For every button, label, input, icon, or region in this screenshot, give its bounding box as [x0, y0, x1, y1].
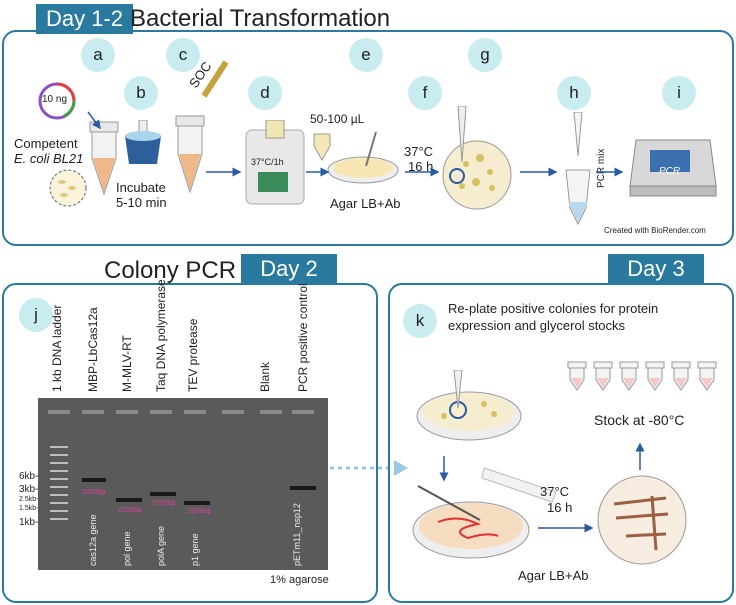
step-h: h: [557, 76, 591, 110]
agarose-label: 1% agarose: [270, 574, 329, 586]
day12-badge: Day 1-2: [36, 4, 134, 34]
incubate-time: 5-10 min: [116, 195, 167, 210]
step-e: e: [349, 38, 383, 72]
pipette-tip-icon: [201, 60, 229, 98]
colony-plate-icon: [442, 140, 512, 210]
picking-tip-icon: [457, 106, 467, 163]
temp-label: 37°C: [404, 144, 434, 159]
credit-label: Created with BioRender.com: [604, 226, 706, 235]
band-size-pola: 2775bp: [152, 500, 176, 507]
time-label: 16 h: [408, 159, 434, 174]
strain-label: E. coli BL21: [14, 151, 84, 166]
lane-label-blank: Blank: [258, 361, 272, 392]
step-j: j: [19, 298, 53, 332]
gene-p1: p1 gene: [190, 533, 200, 566]
step-d: d: [248, 76, 282, 110]
band-size-cas12a: 5200bp: [82, 489, 106, 496]
step-g: g: [468, 38, 502, 72]
step-k: k: [403, 304, 437, 338]
temp2-label: 37°C: [540, 484, 570, 499]
ladder-6kb: 6kb-: [19, 471, 39, 482]
day3-arrows: [439, 442, 645, 533]
step-f: f: [408, 76, 442, 110]
day2-badge: Day 2: [241, 254, 337, 284]
shaker-icon: [245, 120, 305, 205]
streak-plate-icon: [412, 485, 530, 559]
cryo-tubes-icon: [567, 361, 717, 391]
gene-cas12a: cas12a gene: [88, 514, 98, 566]
colony-pcr-panel: [2, 283, 378, 603]
lane-label-ladder: 1 kb DNA ladder: [50, 304, 64, 392]
pcr-tube-icon: [565, 112, 591, 226]
plasmid-icon: [38, 82, 76, 120]
soc-tube-icon: [175, 115, 205, 194]
band-size-pol: 2255bp: [118, 507, 142, 514]
small-tube-icon: [313, 133, 331, 162]
stock-label: Stock at -80°C: [594, 412, 685, 428]
dotted-connector: [330, 460, 408, 476]
lane-label-positive: PCR positive control: [296, 283, 310, 392]
pcr-machine-icon: [629, 139, 717, 197]
day3-badge: Day 3: [608, 254, 704, 284]
ladder-3kb: 3kb-: [19, 484, 39, 495]
incubate-label: Incubate: [116, 180, 166, 195]
lane-label-cas12a: MBP-LbCas12a: [86, 307, 100, 392]
competent-label: Competent: [14, 136, 78, 151]
dna-amount: 10 ng: [42, 94, 68, 105]
incubated-plate-icon: [597, 475, 687, 565]
competent-tube-icon: [89, 121, 119, 196]
time2-label: 16 h: [547, 500, 573, 515]
volume-label: 50-100 µL: [310, 112, 365, 126]
lane-label-taq: Taq DNA polymerase: [154, 279, 168, 392]
gene-pol: pol gene: [122, 531, 132, 566]
gel-bands: [48, 410, 316, 520]
agar-label-bottom: Agar LB+Ab: [518, 568, 589, 583]
step-a: a: [81, 38, 115, 72]
step-b: b: [124, 76, 158, 110]
pcr-machine-label: PCR: [659, 166, 681, 177]
ladder-1kb: 1kb-: [19, 517, 39, 528]
replate-label: Re-plate positive colonies for protein e…: [448, 301, 659, 333]
agarose-gel: [38, 398, 328, 570]
bacteria-zoom-icon: [49, 169, 87, 207]
step-c: c: [166, 38, 200, 72]
step-i: i: [662, 76, 696, 110]
lane-label-mmlv: M-MLV-RT: [120, 335, 134, 392]
day3-panel: [388, 283, 734, 603]
band-size-p1: 2079bp: [188, 508, 212, 515]
agar-plate-icon: [327, 131, 399, 184]
shaker-label: 37°C/1h: [251, 157, 284, 167]
ice-bucket-icon: [125, 120, 161, 164]
cover-lid-icon: [481, 467, 557, 503]
gene-petm11: pETm11_nsp12: [292, 503, 302, 566]
ladder-1-5kb: 1.5kb-: [19, 505, 39, 512]
transformation-panel: [2, 30, 734, 246]
colony-title: Colony PCR: [104, 257, 237, 284]
source-plate-icon: [416, 370, 522, 441]
ladder-2-5kb: 2.5kb-: [19, 496, 39, 503]
lane-label-tev: TEV protease: [186, 318, 200, 392]
workflow-arrows: [87, 111, 624, 177]
day12-title: Bacterial Transformation: [130, 5, 391, 32]
agar-label-top: Agar LB+Ab: [330, 196, 401, 211]
gene-pola: polA gene: [156, 525, 166, 566]
